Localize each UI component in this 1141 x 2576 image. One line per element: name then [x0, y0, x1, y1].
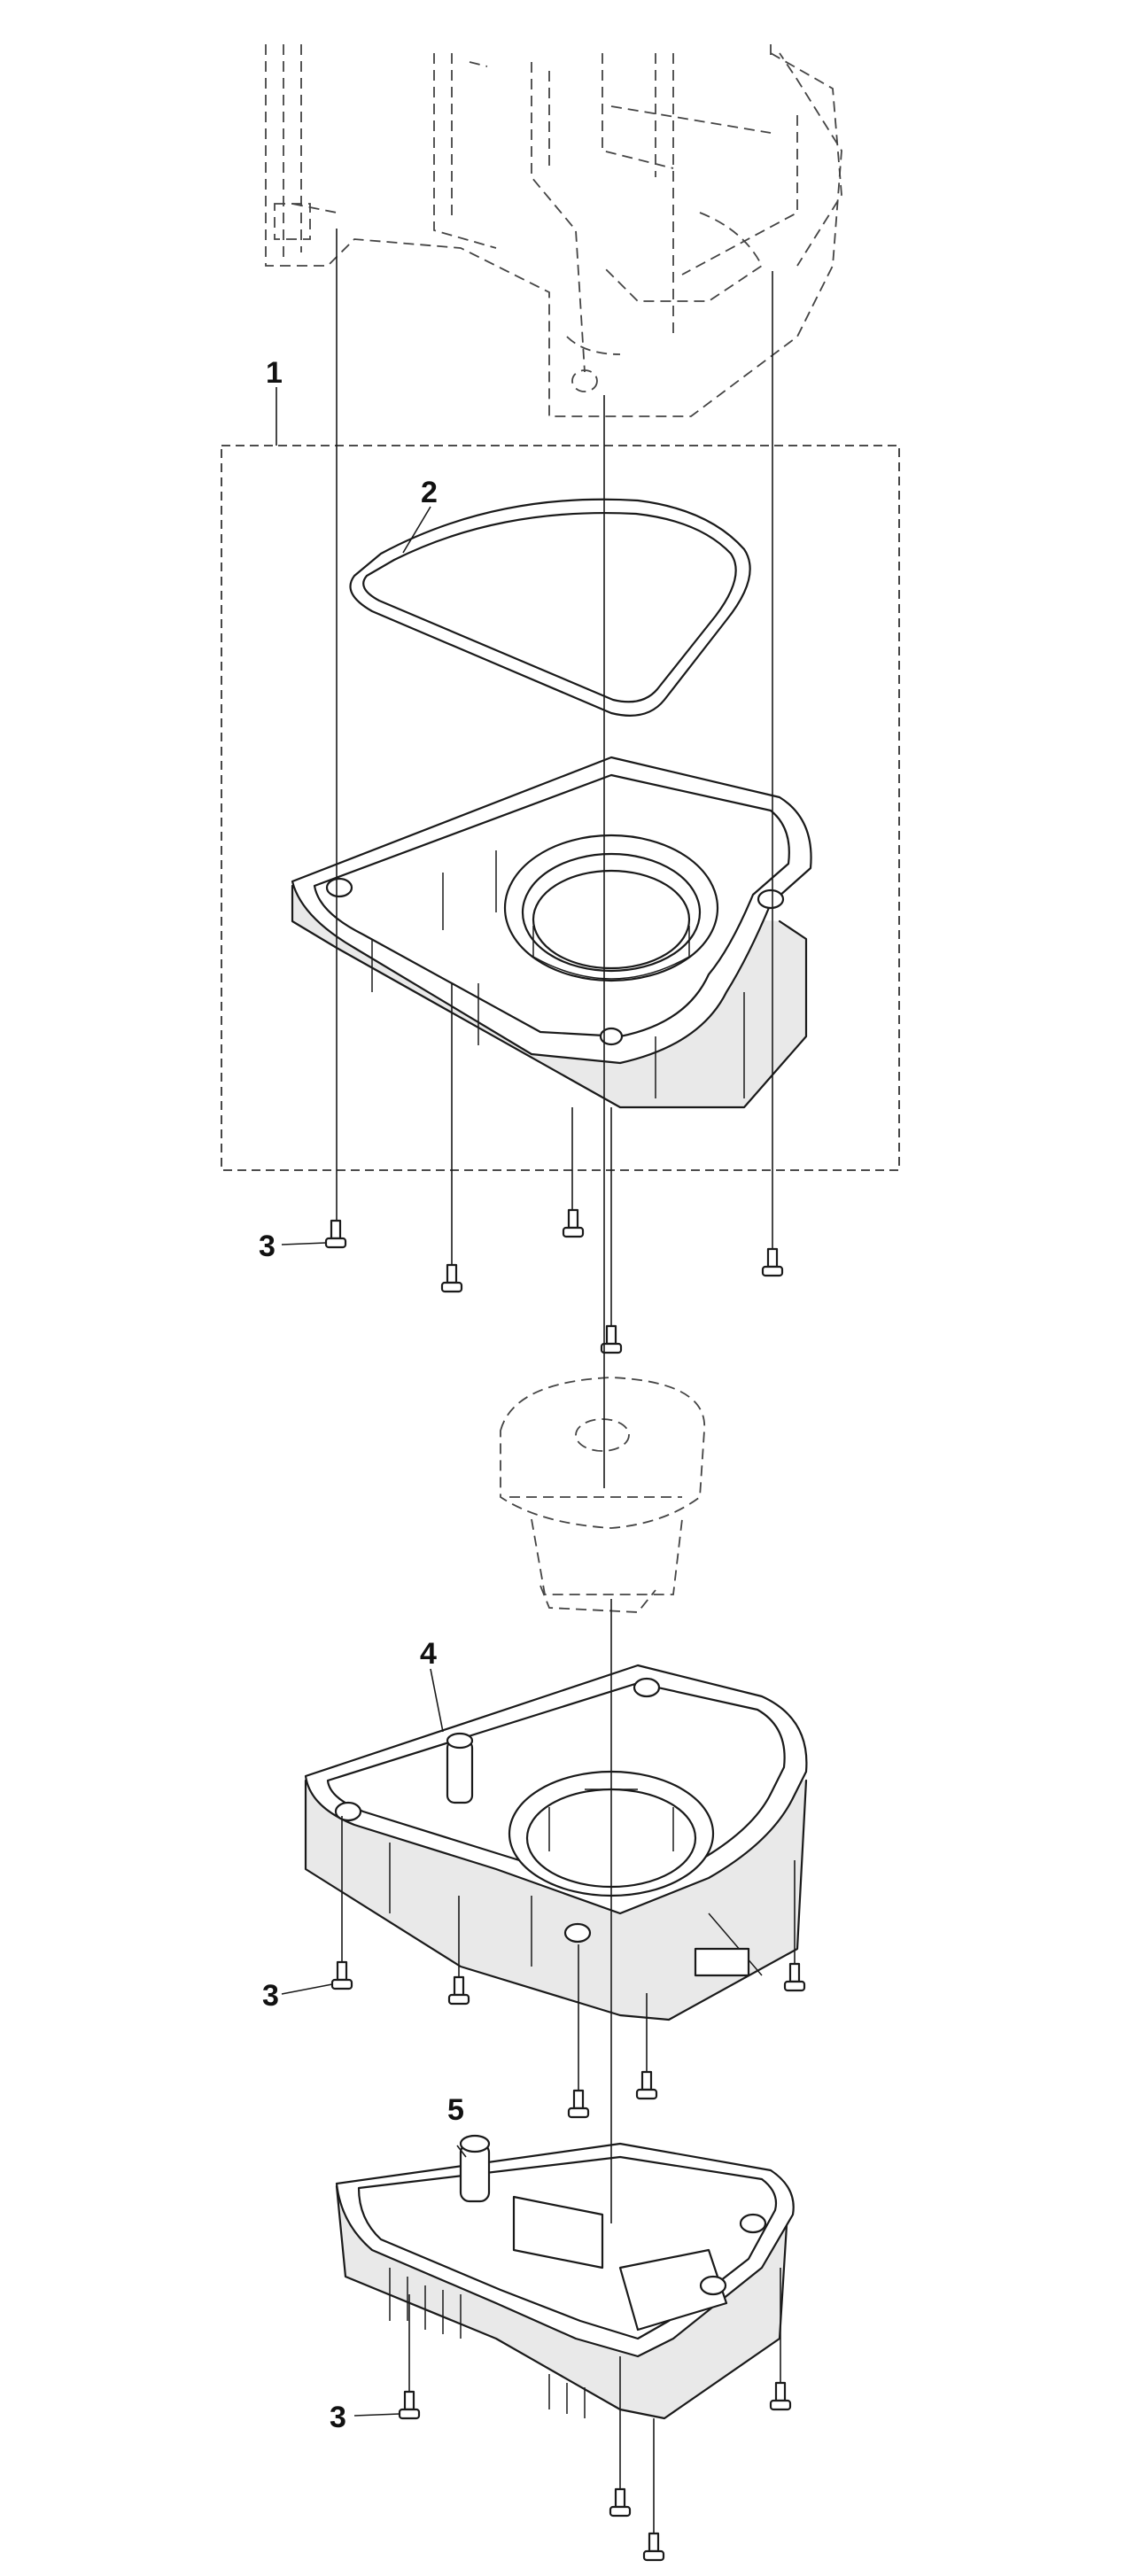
motor-ghost — [500, 1377, 705, 1613]
screw — [398, 2390, 421, 2420]
screw — [324, 1219, 347, 1249]
callout-5: 5 — [447, 2093, 464, 2127]
callout-labels: 1 2 3 4 3 5 3 — [259, 356, 464, 2434]
screw-set-upper — [324, 1208, 784, 1354]
assembly-axis-lines — [336, 229, 796, 2533]
screw — [567, 2089, 590, 2119]
screw — [440, 1263, 463, 1293]
screw — [447, 1975, 470, 2006]
callout-3-upper: 3 — [259, 1230, 276, 1263]
screw — [642, 2532, 665, 2562]
screw — [635, 2070, 658, 2100]
screw-set-middle — [330, 1960, 806, 2119]
callout-4: 4 — [420, 1637, 437, 1671]
screw-set-lower — [398, 2381, 792, 2562]
assembly-group-box — [221, 445, 900, 1171]
screw — [609, 2487, 632, 2518]
screw — [330, 1960, 353, 1990]
callout-3-middle: 3 — [262, 1979, 279, 2013]
screw — [769, 2381, 792, 2411]
callout-leaders — [276, 387, 467, 2417]
screw — [783, 1962, 806, 1992]
callout-1: 1 — [266, 356, 283, 390]
part-2-gasket — [349, 498, 751, 717]
callout-2: 2 — [421, 476, 438, 509]
part-4-lower-housing — [304, 1664, 808, 2021]
part-1-upper-housing — [291, 756, 812, 1109]
screw — [562, 1208, 585, 1238]
screw — [600, 1324, 623, 1354]
screw — [761, 1247, 784, 1277]
callout-3-lower: 3 — [330, 2401, 346, 2434]
machine-body-ghost — [265, 44, 842, 417]
part-5-base-tray — [335, 2134, 795, 2420]
